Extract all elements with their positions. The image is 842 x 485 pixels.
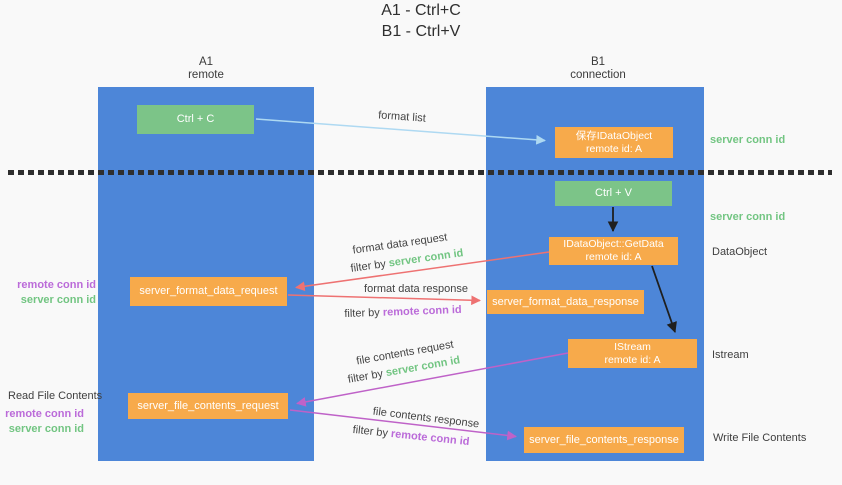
write-file-contents-label: Write File Contents [713, 432, 807, 444]
node-idataobject-getdata-line2: remote id: A [585, 251, 642, 263]
node-istream-line2: remote id: A [604, 353, 661, 366]
left-format-conn-ids: remote conn id server conn id [0, 278, 96, 308]
remote-conn-id-label: remote conn id [17, 279, 96, 291]
title-line-1: A1 - Ctrl+C [381, 2, 461, 19]
flow-filter-format-data-response: filter by remote conn id [344, 304, 462, 320]
arrow-format-data-response [287, 294, 481, 306]
lane-header-a1: A1 remote [136, 56, 276, 82]
node-server-format-data-request: server_format_data_request [130, 277, 287, 306]
remote-conn-id-label: remote conn id [5, 408, 84, 420]
node-server-format-data-response: server_format_data_response [487, 290, 644, 314]
filter-prefix: filter by [352, 423, 392, 440]
filter-key-server-conn-id: server conn id [387, 247, 465, 270]
node-save-idataobject-line2: remote id: A [585, 142, 643, 155]
node-ctrl-c-label: Ctrl + C [176, 113, 215, 125]
node-idataobject-getdata: IDataObject::GetData remote id: A [549, 237, 678, 265]
node-ctrl-c: Ctrl + C [137, 105, 254, 134]
node-server-file-contents-response-label: server_file_contents_response [529, 433, 679, 446]
read-file-contents-label: Read File Contents [8, 390, 103, 402]
server-conn-id-label: server conn id [20, 294, 96, 306]
lane-header-b1: B1 connection [528, 56, 668, 82]
left-file-conn-ids: remote conn id server conn id [0, 407, 84, 437]
lane-a1-name: A1 [198, 56, 214, 68]
node-idataobject-getdata-line1: IDataObject::GetData [563, 238, 664, 250]
flow-label-format-data-response: format data response [364, 283, 468, 295]
flow-label-format-list: format list [377, 109, 427, 125]
flow-filter-file-contents-response: filter by remote conn id [352, 424, 470, 448]
server-conn-id-label: server conn id [8, 423, 84, 435]
istream-label: Istream [712, 349, 749, 361]
node-ctrl-v-label: Ctrl + V [595, 187, 632, 199]
node-server-format-data-request-label: server_format_data_request [139, 285, 278, 297]
server-conn-id-label-top: server conn id [710, 134, 786, 146]
filter-prefix: filter by [349, 257, 390, 275]
filter-key-remote-conn-id: remote conn id [382, 303, 462, 319]
diagram-title: A1 - Ctrl+C B1 - Ctrl+V [0, 0, 842, 42]
dataobject-label: DataObject [712, 246, 768, 258]
lane-b1-name: B1 [590, 56, 606, 68]
filter-prefix: filter by [346, 367, 387, 386]
title-line-2: B1 - Ctrl+V [381, 23, 461, 40]
node-server-file-contents-response: server_file_contents_response [524, 427, 684, 453]
node-istream: IStream remote id: A [568, 339, 697, 368]
lane-a1-role: remote [188, 69, 224, 81]
filter-key-remote-conn-id: remote conn id [390, 427, 470, 449]
node-server-file-contents-request: server_file_contents_request [128, 393, 288, 419]
node-istream-line1: IStream [614, 340, 651, 353]
session-divider [8, 170, 832, 175]
node-server-file-contents-request-label: server_file_contents_request [137, 399, 279, 412]
node-save-idataobject: 保存IDataObject remote id: A [555, 127, 673, 158]
node-server-format-data-response-label: server_format_data_response [492, 295, 639, 308]
server-conn-id-label-mid: server conn id [710, 211, 786, 223]
filter-prefix: filter by [344, 306, 384, 321]
node-save-idataobject-line1: 保存IDataObject [575, 129, 653, 142]
node-ctrl-v: Ctrl + V [555, 181, 672, 206]
lane-b1-role: connection [570, 69, 626, 81]
